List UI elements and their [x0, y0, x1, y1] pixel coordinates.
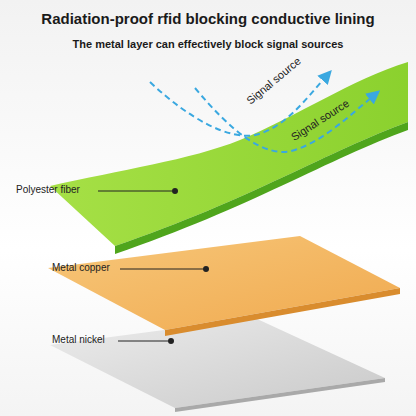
layer-label: Metal nickel — [52, 334, 105, 345]
leader-line — [120, 269, 203, 270]
leader-dot — [172, 188, 178, 194]
polyester-edge — [115, 122, 408, 254]
nickel-layer — [50, 318, 385, 408]
subtitle: The metal layer can effectively block si… — [73, 38, 344, 50]
copper-edge — [165, 288, 400, 336]
leader-dot — [168, 338, 174, 344]
title: Radiation-proof rfid blocking conductive… — [41, 10, 374, 27]
leader-dot — [203, 266, 209, 272]
signal-arrow — [195, 88, 378, 152]
signal-label: Signal source — [244, 55, 303, 107]
copper-layer — [48, 236, 400, 330]
leader-line — [118, 341, 168, 342]
layer-label: Polyester fiber — [16, 184, 80, 195]
polyester-layer — [50, 62, 408, 246]
leader-line — [98, 191, 172, 192]
layer-label: Metal copper — [52, 262, 110, 273]
nickel-edge — [175, 378, 385, 412]
